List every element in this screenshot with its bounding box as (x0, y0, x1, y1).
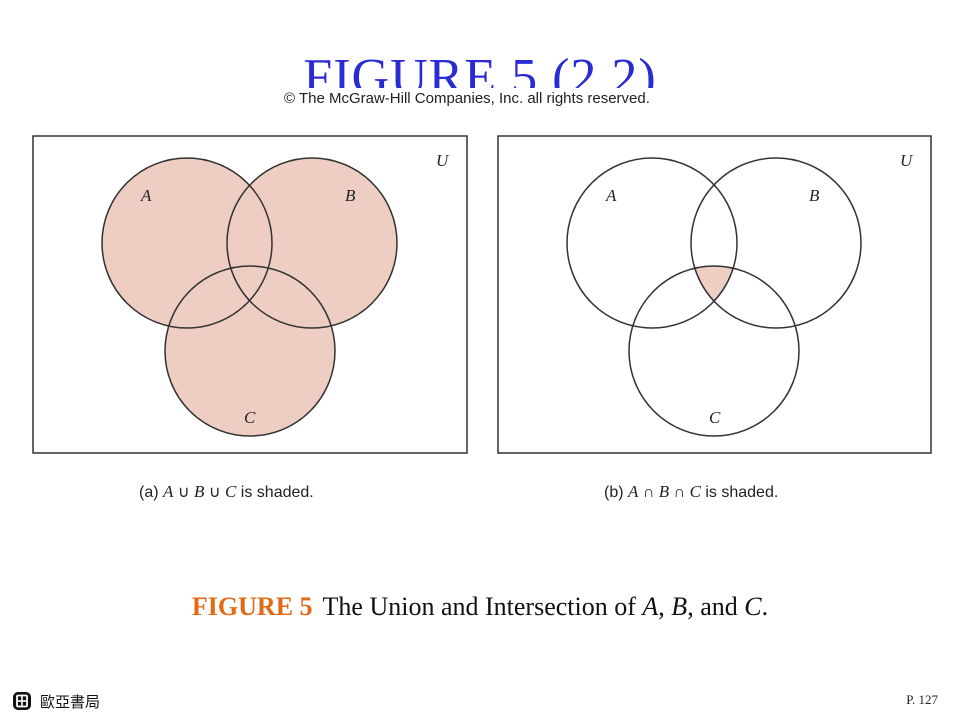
caption-set-c: C (225, 482, 237, 501)
publisher-mark: 歐亞書局 (12, 690, 100, 712)
figure-caption-text: The Union and Intersection of (322, 592, 643, 621)
copyright-notice: © The McGraw-Hill Companies, Inc. all ri… (284, 88, 704, 110)
union-operator: ∪ (204, 484, 225, 501)
figure-caption-set-c: C (744, 592, 762, 621)
caption-prefix: (a) (139, 484, 163, 501)
figure-caption: FIGURE 5 The Union and Intersection of A,… (0, 592, 960, 622)
set-c-circle (164, 265, 336, 437)
set-b-label: B (809, 186, 820, 205)
set-a-circle (101, 157, 273, 329)
caption-union: (a) A ∪ B ∪ C is shaded. (139, 482, 314, 502)
intersection-operator: ∩ (638, 484, 659, 501)
set-a-label: A (605, 186, 617, 205)
caption-set-a: A (163, 482, 174, 501)
figure-caption-end: . (761, 592, 769, 621)
set-c-label: C (244, 408, 256, 427)
set-c-circle (628, 265, 800, 437)
figure-caption-separator: , (658, 592, 672, 621)
slide-title: FIGURE 5 (2.2) (303, 52, 657, 88)
figure-caption-set-b: B (671, 592, 688, 621)
universe-label: U (900, 151, 914, 170)
venn-panel-union: U A B C (32, 135, 468, 454)
caption-set-c: C (689, 482, 701, 501)
set-a-circle (566, 157, 738, 329)
page-number: P. 127 (906, 692, 938, 707)
publisher-logo-icon (13, 692, 31, 710)
set-c-label: C (709, 408, 721, 427)
set-b-circle (690, 157, 862, 329)
intersection-operator: ∩ (669, 484, 690, 501)
figure-caption-set-a: A (642, 592, 659, 621)
universe-label: U (436, 151, 450, 170)
caption-set-a: A (628, 482, 639, 501)
venn-panel-intersection: U A B C (497, 135, 932, 454)
caption-intersection: (b) A ∩ B ∩ C is shaded. (604, 482, 778, 502)
set-b-label: B (345, 186, 356, 205)
set-b-circle (226, 157, 398, 329)
union-shade-c (165, 266, 335, 436)
publisher-name: 歐亞書局 (40, 692, 101, 711)
figure-number: FIGURE 5 (191, 592, 313, 621)
caption-prefix: (b) (604, 484, 628, 501)
figure-caption-separator: , and (687, 592, 745, 621)
caption-set-b: B (658, 482, 670, 501)
caption-set-b: B (194, 482, 205, 501)
union-operator: ∪ (173, 484, 194, 501)
set-a-label: A (140, 186, 152, 205)
caption-suffix: is shaded. (700, 484, 779, 501)
caption-suffix: is shaded. (236, 484, 314, 501)
